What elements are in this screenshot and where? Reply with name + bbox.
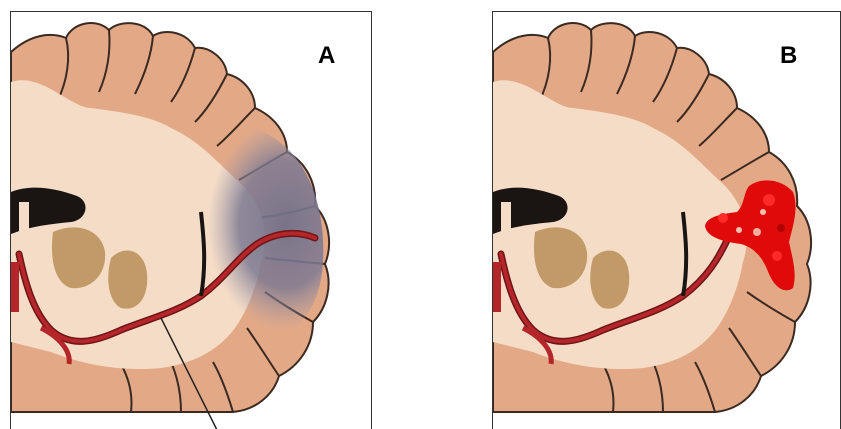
panel-label-a: A (318, 42, 335, 70)
midline-septum-b (501, 202, 511, 242)
brain-coronal-section-b (493, 12, 841, 429)
putamen-a (108, 251, 147, 309)
putamen-b (590, 251, 629, 309)
panel-label-b: B (780, 42, 797, 70)
panel-b-hemorrhagic-stroke: B (492, 11, 841, 429)
midline-septum-a (19, 202, 29, 242)
brain-coronal-section-a (11, 12, 372, 429)
panel-a-ischemic-stroke: A (10, 11, 372, 429)
